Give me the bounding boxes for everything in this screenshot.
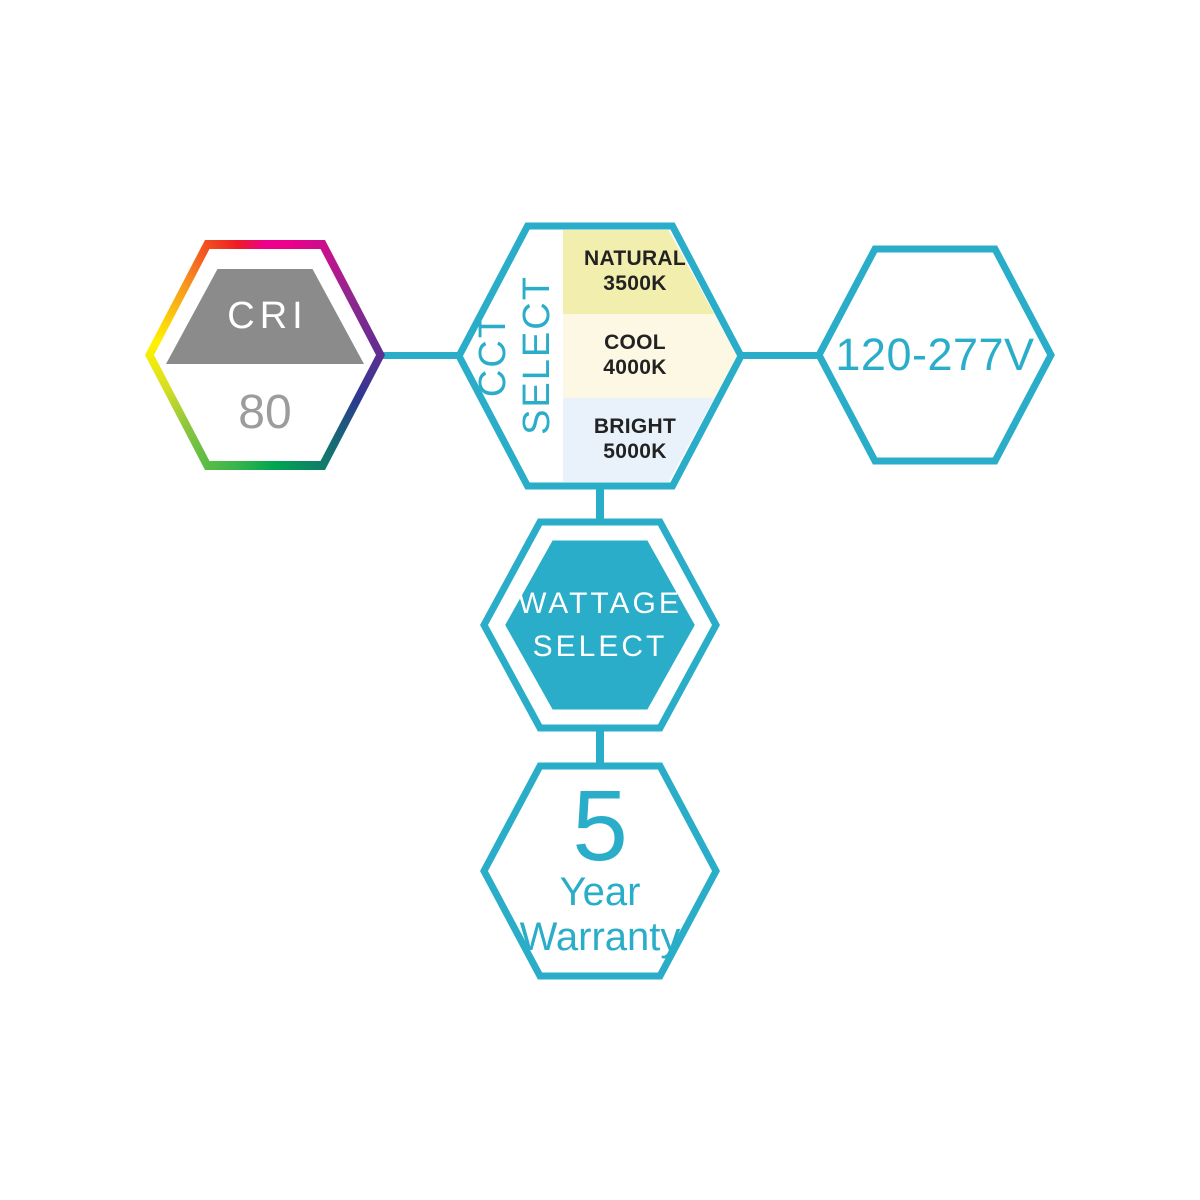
- cct-option-kelvin: 5000K: [603, 440, 667, 463]
- wattage-label-line1: WATTAGE: [518, 586, 682, 620]
- voltage-label: 120-277V: [835, 329, 1035, 380]
- cct-hexagon-border: [455, 222, 745, 490]
- warranty-word: Warranty: [519, 915, 681, 959]
- cri-hexagon-inner: CRI 80: [154, 249, 376, 461]
- wattage-select-badge: WATTAGE SELECT: [480, 518, 720, 732]
- connector-cri-cct: [381, 352, 459, 359]
- cct-select-label-line2: SELECT: [515, 275, 558, 435]
- cct-select-label: CCT SELECT: [472, 230, 562, 480]
- wattage-select-label: WATTAGE SELECT: [480, 518, 720, 732]
- cct-option-kelvin: 3500K: [603, 272, 667, 295]
- cct-select-badge: NATURAL 3500K COOL 4000K BRIGHT 5000K CC…: [455, 222, 745, 490]
- warranty-unit: Year: [559, 870, 641, 915]
- voltage-hexagon-border: [815, 245, 1055, 465]
- wattage-label-line2: SELECT: [532, 630, 668, 663]
- voltage-badge: 120-277V: [815, 245, 1055, 465]
- warranty-hexagon-outline: [480, 762, 720, 980]
- voltage-hexagon-outline: [815, 245, 1055, 465]
- warranty-label: 5 Year Warranty: [480, 762, 720, 980]
- wattage-hexagon-outline: [480, 518, 720, 732]
- warranty-badge: 5 Year Warranty: [480, 762, 720, 980]
- cri-trapezoid: CRI: [166, 269, 364, 364]
- warranty-hexagon-border: [480, 762, 720, 980]
- cri-label: CRI: [227, 295, 308, 337]
- cct-option-name: COOL: [604, 331, 666, 355]
- cri-badge: CRI 80: [145, 240, 385, 470]
- cri-value: 80: [238, 386, 292, 439]
- warranty-number: 5: [572, 770, 628, 883]
- cct-option-cool: COOL 4000K: [563, 314, 737, 398]
- cct-option-name: NATURAL: [583, 247, 687, 271]
- connector-wattage-warranty: [596, 728, 604, 766]
- connector-cct-wattage: [596, 486, 604, 522]
- cct-option-name: BRIGHT: [593, 415, 677, 439]
- connector-cct-voltage: [741, 352, 819, 359]
- wattage-hexagon-border: [480, 518, 720, 732]
- cct-option-kelvin: 4000K: [603, 356, 667, 379]
- cct-select-label-line1: CCT: [472, 312, 514, 398]
- wattage-hexagon-fill: [505, 540, 695, 710]
- cct-hexagon-outline: [455, 222, 745, 490]
